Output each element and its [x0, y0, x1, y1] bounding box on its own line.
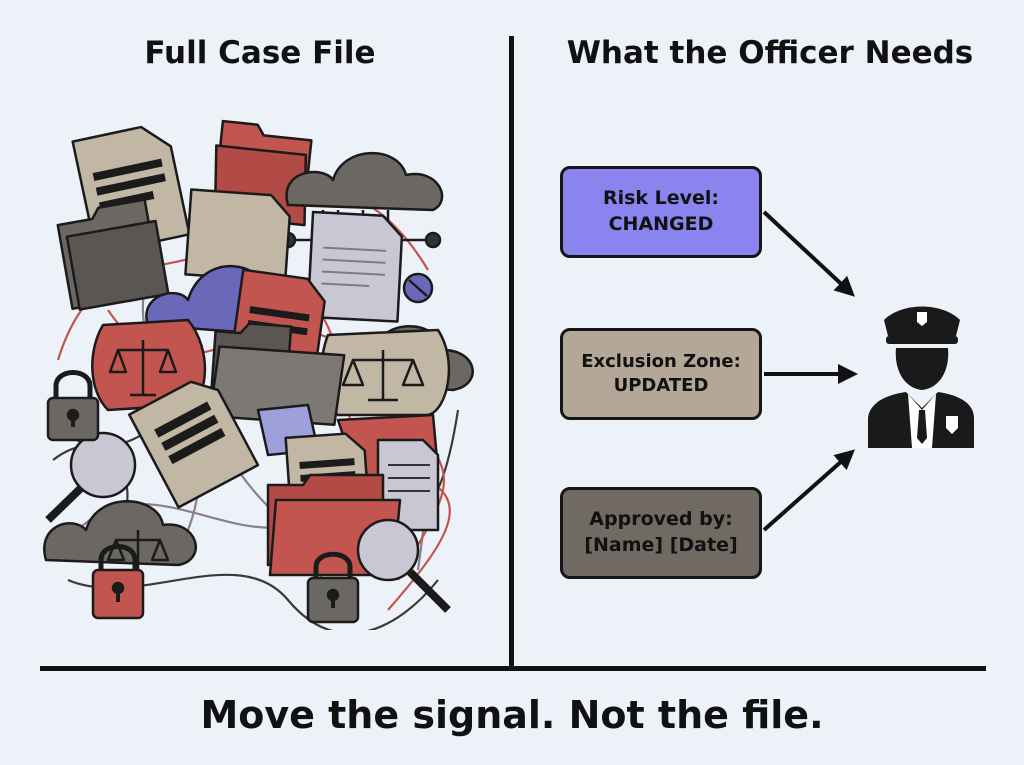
- magnifier-icon: [45, 431, 137, 523]
- cloud-icon: [43, 500, 197, 567]
- padlock-icon: [306, 551, 360, 624]
- padlock-icon: [46, 370, 100, 442]
- horizontal-divider: [40, 666, 986, 671]
- risk-level-label: Risk Level:: [602, 187, 720, 210]
- exclusion-zone-label: Exclusion Zone:: [581, 350, 741, 372]
- tagline: Move the signal. Not the file.: [200, 693, 824, 737]
- full-case-file-title: Full Case File: [144, 35, 376, 71]
- case-file-clutter-illustration: [43, 119, 474, 630]
- risk-level-value: CHANGED: [608, 213, 714, 235]
- approved-by-label: Approved by:: [589, 508, 733, 531]
- magnifier-icon: [356, 518, 451, 613]
- exclusion-zone-value: UPDATED: [613, 375, 709, 396]
- arrow-icon: [762, 449, 855, 532]
- magnifier-icon: [402, 272, 434, 304]
- document-icon: [127, 380, 260, 509]
- risk-level-signal-box: Risk Level: CHANGED: [560, 166, 762, 258]
- padlock-icon: [91, 544, 145, 620]
- scales-of-justice-icon: [106, 530, 170, 575]
- arrow-icon: [762, 210, 855, 297]
- scales-of-justice-icon: [91, 318, 207, 412]
- police-officer-icon: [868, 306, 974, 448]
- folder-icon: [56, 198, 170, 311]
- approved-by-signal-box: Approved by: [Name] [Date]: [560, 487, 762, 579]
- approved-by-value: [Name] [Date]: [584, 534, 738, 556]
- officer-needs-title: What the Officer Needs: [566, 35, 974, 71]
- vertical-divider: [509, 36, 514, 670]
- exclusion-zone-signal-box: Exclusion Zone: UPDATED: [560, 328, 762, 420]
- document-icon: [184, 188, 291, 283]
